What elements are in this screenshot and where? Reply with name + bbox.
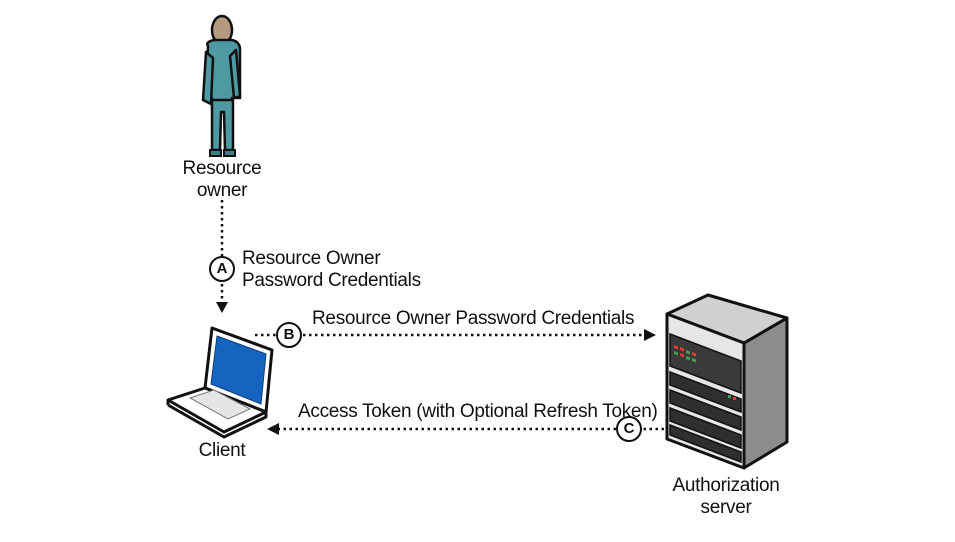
flow-c-arrow: [267, 423, 664, 435]
flow-a-label: Resource Owner Password Credentials: [242, 248, 421, 292]
authorization-server-label: Authorization server: [656, 475, 796, 519]
flow-a-label-line1: Resource Owner: [242, 248, 381, 269]
flow-c-step-marker: C: [616, 416, 642, 442]
flow-c-label: Access Token (with Optional Refresh Toke…: [298, 401, 658, 422]
laptop-icon: [166, 326, 274, 439]
flow-b-step-marker: B: [276, 322, 302, 348]
authorization-server-label-line2: server: [700, 497, 752, 518]
resource-owner-label: Resource owner: [172, 158, 272, 202]
server-rack-icon: [665, 293, 789, 470]
flow-b-label: Resource Owner Password Credentials: [312, 308, 635, 329]
flow-a-label-line2: Password Credentials: [242, 270, 421, 291]
authorization-server-label-line1: Authorization: [672, 475, 780, 496]
resource-owner-label-line2: owner: [196, 180, 248, 201]
resource-owner-label-line1: Resource: [182, 158, 262, 179]
flow-b-arrow: [255, 329, 656, 341]
flow-a-step-marker: A: [209, 256, 235, 282]
client-label: Client: [198, 440, 246, 461]
flow-a-arrow: [216, 200, 228, 313]
person-icon: [201, 14, 242, 157]
status-led-panel: [674, 344, 696, 363]
